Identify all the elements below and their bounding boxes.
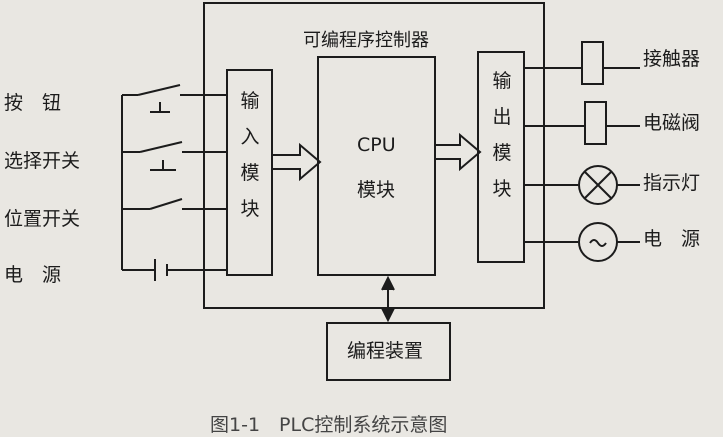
input-module-char-1: 输 bbox=[240, 90, 260, 112]
figure-caption: 图1-1 PLC控制系统示意图 bbox=[210, 414, 448, 436]
output-module-box bbox=[477, 51, 525, 263]
output-solenoid-label: 电磁阀 bbox=[643, 112, 701, 134]
plc-title: 可编程序控制器 bbox=[303, 30, 429, 51]
programmer-box bbox=[326, 322, 451, 381]
output-indicator-label: 指示灯 bbox=[643, 172, 701, 194]
input-module-char-3: 模 bbox=[240, 162, 260, 184]
cpu-label-line2: 模块 bbox=[357, 179, 396, 201]
output-contactor-label: 接触器 bbox=[643, 48, 701, 70]
output-module-char-4: 块 bbox=[492, 178, 512, 200]
output-module-label: 输 出 模 块 bbox=[491, 72, 513, 216]
programmer-label: 编程装置 bbox=[347, 340, 424, 362]
input-module-label: 输 入 模 块 bbox=[239, 92, 261, 236]
contactor-coil bbox=[581, 41, 604, 85]
input-module-char-4: 块 bbox=[240, 198, 260, 220]
input-position-switch-label: 位置开关 bbox=[4, 208, 81, 230]
output-module-char-1: 输 bbox=[492, 70, 512, 92]
input-to-cpu-arrow bbox=[272, 142, 322, 182]
output-power-label: 电 源 bbox=[643, 228, 701, 250]
cpu-label-line1: CPU bbox=[357, 134, 396, 156]
input-push-button-label: 按 钮 bbox=[4, 92, 62, 114]
cpu-to-output-arrow bbox=[435, 132, 482, 172]
input-module-char-2: 入 bbox=[240, 126, 260, 148]
output-module-char-2: 出 bbox=[492, 106, 512, 128]
output-module-char-3: 模 bbox=[492, 142, 512, 164]
input-module-box bbox=[226, 69, 273, 276]
input-selector-switch-label: 选择开关 bbox=[4, 150, 81, 172]
input-power-label: 电 源 bbox=[4, 264, 62, 286]
solenoid-coil bbox=[584, 101, 607, 145]
cpu-box bbox=[317, 56, 436, 276]
